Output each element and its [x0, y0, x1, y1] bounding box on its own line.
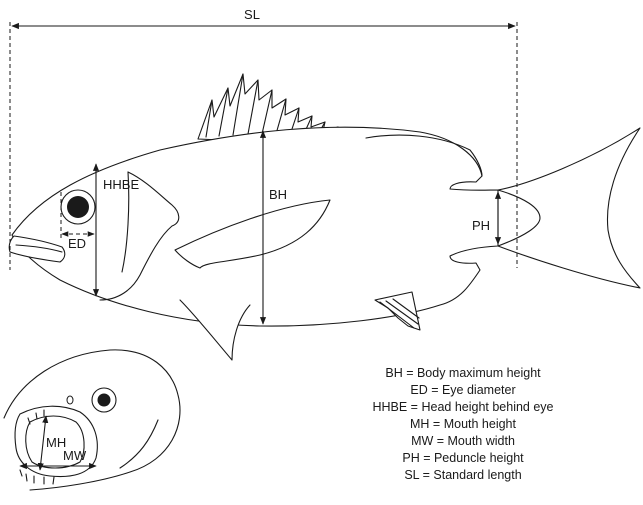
legend-item: PH = Peduncle height — [402, 451, 524, 465]
bh-label: BH — [269, 187, 287, 202]
legend: BH = Body maximum height ED = Eye diamet… — [372, 366, 553, 482]
legend-item: MW = Mouth width — [411, 434, 515, 448]
pelvic-fin — [180, 300, 250, 360]
mw-label: MW — [63, 448, 87, 463]
eye-pupil — [67, 196, 89, 218]
sl-label: SL — [244, 7, 260, 22]
head-front-view — [4, 350, 180, 490]
ph-label: PH — [472, 218, 490, 233]
caudal-fin — [498, 128, 640, 288]
ed-label: ED — [68, 236, 86, 251]
nostril — [67, 396, 73, 404]
legend-item: ED = Eye diameter — [410, 383, 515, 397]
inset-eye-pupil — [98, 394, 111, 407]
hhbe-label: HHBE — [103, 177, 139, 192]
fish-lateral-view — [9, 74, 640, 360]
legend-item: SL = Standard length — [404, 468, 521, 482]
legend-item: MH = Mouth height — [410, 417, 516, 431]
legend-item: HHBE = Head height behind eye — [372, 400, 553, 414]
legend-item: BH = Body maximum height — [385, 366, 541, 380]
